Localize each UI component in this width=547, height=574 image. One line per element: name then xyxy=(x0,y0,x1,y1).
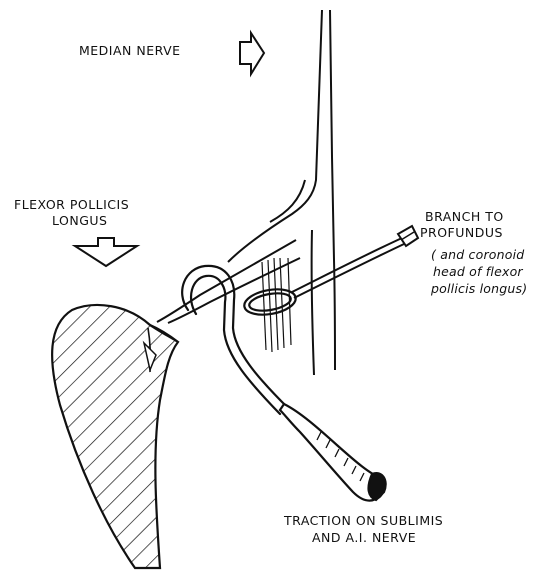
nerve-branch-to-flexor xyxy=(157,240,300,323)
traction-label-line2: AND A.I. NERVE xyxy=(312,530,416,545)
retractor-handle xyxy=(280,404,386,501)
branch-label-line2: PROFUNDUS xyxy=(420,225,503,240)
flexor-pollicis-longus-muscle xyxy=(52,305,178,568)
branch-note-line2: head of flexor xyxy=(433,264,523,279)
flexor-pollicis-label-line1: FLEXOR POLLICIS xyxy=(14,197,129,212)
branch-label-line1: BRANCH TO xyxy=(425,209,504,224)
branch-note-line3: pollicis longus) xyxy=(431,281,527,296)
traction-label-line1: TRACTION ON SUBLIMIS xyxy=(284,513,443,528)
down-hollow-arrow-icon xyxy=(75,238,137,266)
retractor-hook xyxy=(182,266,288,414)
branch-arrowhead-icon xyxy=(398,226,418,246)
flexor-pollicis-label-line2: LONGUS xyxy=(52,213,107,228)
branch-note-line1: ( and coronoid xyxy=(431,247,524,262)
right-hollow-arrow-icon xyxy=(240,33,264,74)
median-nerve-label: MEDIAN NERVE xyxy=(79,43,181,58)
branch-pull-line xyxy=(292,238,404,298)
